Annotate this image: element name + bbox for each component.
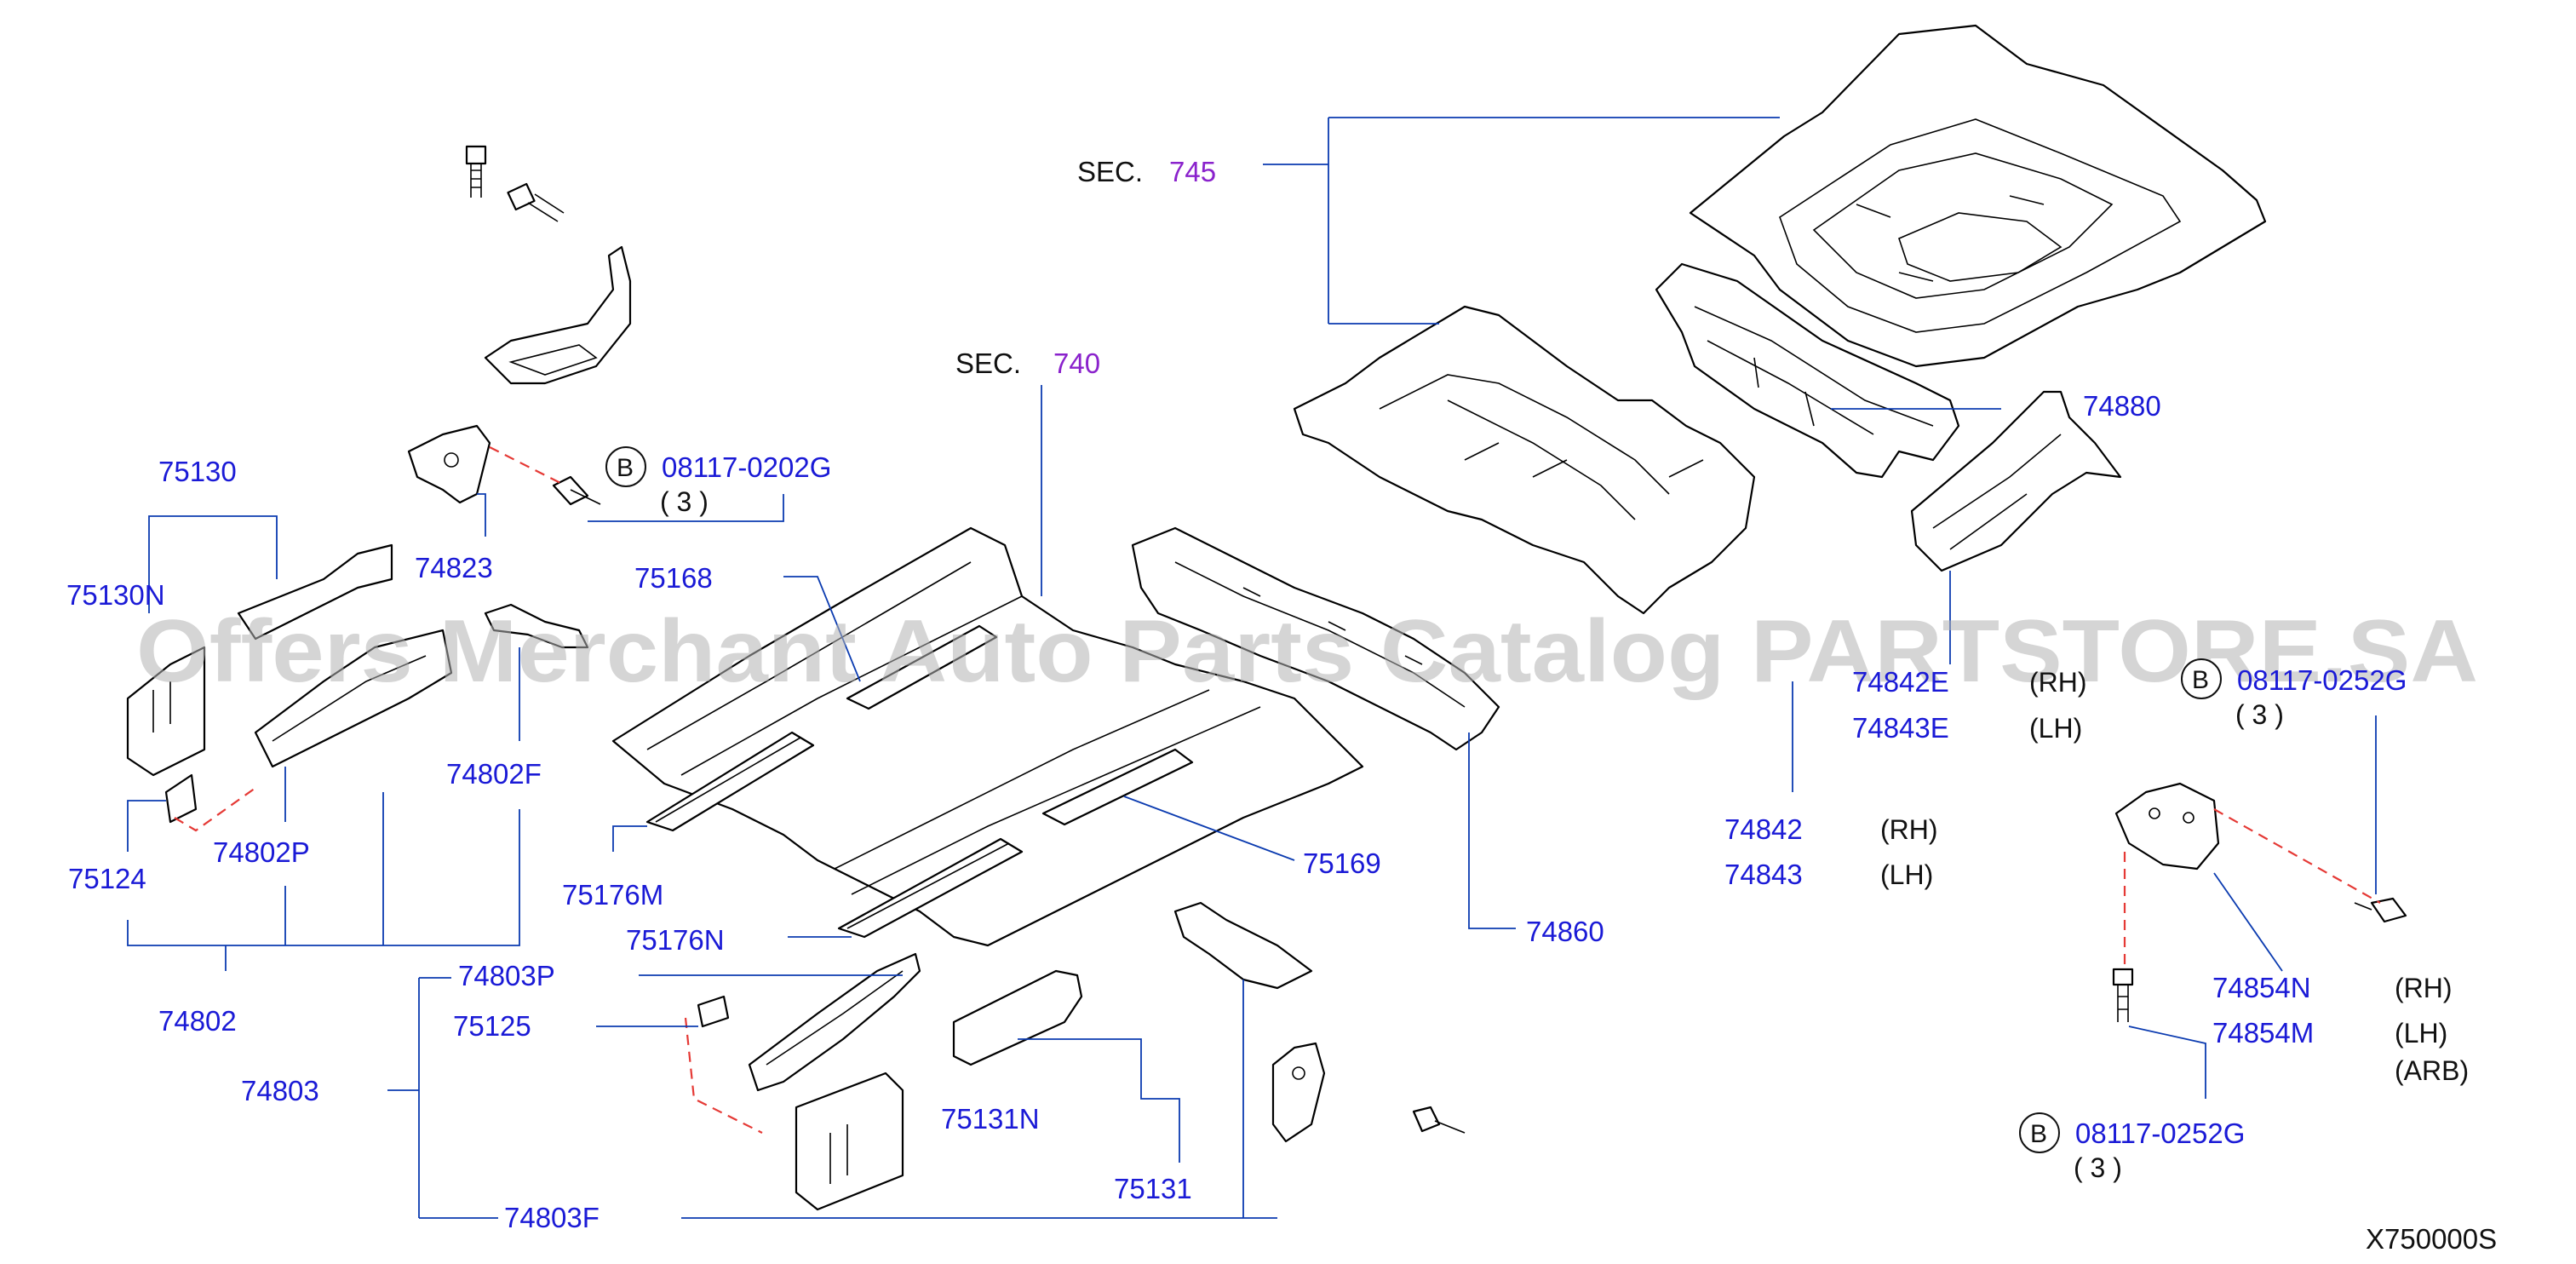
part-75125[interactable]: 75125 xyxy=(453,1010,531,1042)
side-74842: (RH) xyxy=(1880,814,1938,845)
bolt-badge-circle xyxy=(2019,1112,2060,1153)
bolt-badge-letter: B xyxy=(2030,1120,2047,1148)
bolt-code[interactable]: 08117-0202G xyxy=(662,451,831,483)
bracket-74823-drawing xyxy=(407,424,601,506)
stiffener-75168-drawing xyxy=(846,624,998,710)
part-74854n[interactable]: 74854N xyxy=(2212,972,2311,1003)
sec-740-prefix: SEC. xyxy=(955,348,1021,379)
rear-cross-member-drawing xyxy=(1655,262,1960,479)
lower-center-parts-drawing xyxy=(697,952,1083,1211)
side-74854n: (RH) xyxy=(2395,973,2453,1003)
top-left-bolts-drawing xyxy=(465,145,632,385)
stiffener-75176m-drawing xyxy=(645,731,815,832)
bolt-qty: ( 3 ) xyxy=(2235,699,2284,730)
part-74802[interactable]: 74802 xyxy=(158,1005,237,1037)
side-74843e: (LH) xyxy=(2029,713,2082,744)
bottom-bracket-drawing xyxy=(1271,1042,1466,1143)
part-75176m[interactable]: 75176M xyxy=(562,879,663,911)
part-74842[interactable]: 74842 xyxy=(1724,813,1803,845)
bolt-badge-letter: B xyxy=(617,454,634,482)
side-74854-arb: (ARB) xyxy=(2395,1055,2469,1086)
bolt-qty: ( 3 ) xyxy=(2074,1152,2122,1183)
part-74802f[interactable]: 74802F xyxy=(446,758,542,790)
part-74880[interactable]: 74880 xyxy=(2083,390,2161,422)
sec-745-number[interactable]: 745 xyxy=(1169,156,1216,187)
part-74860[interactable]: 74860 xyxy=(1526,916,1604,947)
left-members-drawing xyxy=(126,543,453,777)
bolt-callout-0252g-upper[interactable]: B 08117-0252G ( 3 ) xyxy=(2181,658,2407,730)
part-74802p[interactable]: 74802P xyxy=(213,836,310,868)
sec-745-prefix: SEC. xyxy=(1077,156,1143,187)
part-75169[interactable]: 75169 xyxy=(1303,847,1381,879)
bolt-qty: ( 3 ) xyxy=(660,486,709,517)
part-74854m[interactable]: 74854M xyxy=(2212,1017,2314,1049)
watermark: Offers Merchant Auto Parts Catalog PARTS… xyxy=(136,602,2478,701)
figure-reference: X750000S xyxy=(2366,1223,2497,1255)
rear-floor-drawing xyxy=(1689,24,2267,368)
part-74803p[interactable]: 74803P xyxy=(458,960,555,991)
sec-740-number[interactable]: 740 xyxy=(1053,348,1100,379)
bracket-74802f-drawing xyxy=(484,603,589,649)
bolt-callout-0252g-lower[interactable]: B 08117-0252G ( 3 ) xyxy=(2019,1112,2245,1183)
stiffener-75169-drawing xyxy=(1041,748,1194,826)
side-74842e: (RH) xyxy=(2029,667,2087,698)
bolt-badge-circle xyxy=(2181,658,2222,699)
part-75130n[interactable]: 75130N xyxy=(66,579,165,611)
part-75131n[interactable]: 75131N xyxy=(941,1103,1040,1135)
part-75130[interactable]: 75130 xyxy=(158,456,237,487)
part-74843e[interactable]: 74843E xyxy=(1852,712,1949,744)
part-75124[interactable]: 75124 xyxy=(68,863,146,894)
part-74842e[interactable]: 74842E xyxy=(1852,666,1949,698)
part-74803[interactable]: 74803 xyxy=(241,1075,319,1106)
side-74843: (LH) xyxy=(1880,859,1933,890)
part-74843[interactable]: 74843 xyxy=(1724,859,1803,890)
part-75176n[interactable]: 75176N xyxy=(626,924,725,956)
bolt-code[interactable]: 08117-0252G xyxy=(2237,664,2407,696)
bolt-badge-letter: B xyxy=(2192,666,2209,694)
part-74823[interactable]: 74823 xyxy=(415,552,493,583)
fastener-paths xyxy=(174,446,2381,1134)
side-74854m: (LH) xyxy=(2395,1018,2447,1049)
bolt-badge-circle xyxy=(605,446,646,487)
part-75131[interactable]: 75131 xyxy=(1114,1173,1192,1204)
right-bracket-drawing xyxy=(2112,782,2407,1022)
center-floor-drawing xyxy=(1293,305,1756,615)
bracket-74803f-drawing xyxy=(1173,901,1313,990)
rear-side-member-drawing xyxy=(1910,390,2122,572)
bolt-callout-0202g[interactable]: B 08117-0202G ( 3 ) xyxy=(605,446,831,517)
front-floor-drawing xyxy=(611,526,1364,947)
part-75168[interactable]: 75168 xyxy=(634,562,713,594)
stiffener-75176n-drawing xyxy=(837,837,1024,939)
part-74803f[interactable]: 74803F xyxy=(504,1202,600,1233)
bolt-code[interactable]: 08117-0252G xyxy=(2075,1117,2245,1149)
leader-lines xyxy=(127,117,2377,1219)
plate-75124-drawing xyxy=(164,773,198,824)
